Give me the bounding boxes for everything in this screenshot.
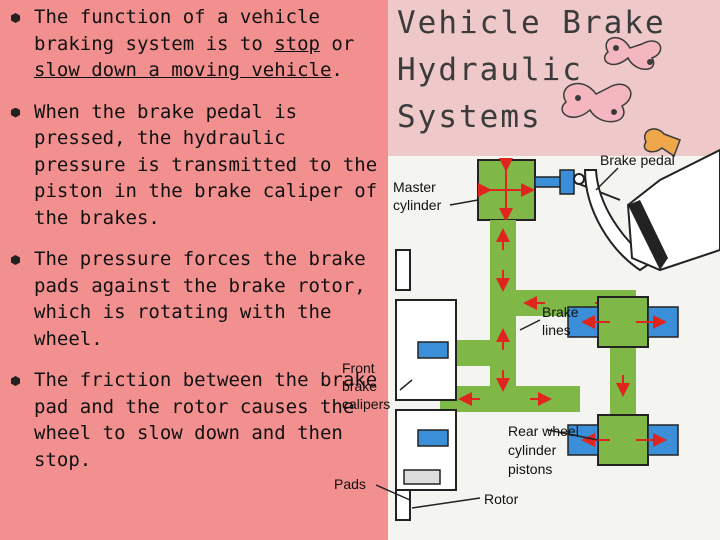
bullet-item-1: The function of a vehicle braking system… — [8, 4, 388, 84]
butterfly-icon — [603, 36, 662, 70]
bullet-marker-icon — [11, 376, 20, 386]
label-rear-1: Rear wheel — [508, 423, 579, 439]
underlined-stop: stop — [274, 32, 320, 55]
label-master-line-1: Master — [393, 179, 436, 195]
bullet-item-3: The pressure forces the brake pads again… — [8, 246, 388, 352]
bullet-marker-icon — [11, 107, 20, 118]
bullet-item-4: The friction between the brake pad and t… — [8, 367, 388, 473]
bullet-list: The function of a vehicle braking system… — [8, 4, 388, 488]
master-cylinder — [477, 158, 575, 222]
underlined-slow-down: slow down a moving vehicle — [34, 59, 332, 81]
rear-wheel-cylinder-lower — [567, 414, 679, 466]
bullet-marker-icon — [11, 255, 20, 265]
title-line-1: Vehicle Brake — [397, 5, 666, 41]
rear-wheel-cylinder-upper — [567, 296, 679, 348]
label-front-1: Front — [342, 360, 375, 376]
label-master-line-2: cylinder — [393, 197, 442, 213]
slide-title: Vehicle Brake Hydraulic Systems — [397, 0, 717, 141]
front-brake-caliper — [395, 299, 457, 491]
bullet-item-2: When the brake pedal is pressed, the hyd… — [8, 99, 388, 232]
label-brake-lines-1: Brake — [542, 304, 579, 320]
title-line-2: Hydraulic — [397, 52, 583, 88]
brake-rotor — [395, 249, 411, 521]
butterfly-icon — [643, 128, 681, 158]
brake-pedal — [573, 148, 720, 272]
title-line-3: Systems — [397, 99, 542, 135]
label-brake-lines-2: lines — [542, 322, 571, 338]
label-front-3: calipers — [342, 396, 391, 412]
title-box — [388, 0, 720, 156]
label-pads: Pads — [334, 476, 366, 492]
label-front-2: brake — [342, 378, 378, 394]
label-rear-2: cylinder — [508, 442, 557, 458]
butterfly-icon — [561, 82, 632, 123]
label-rear-3: pistons — [508, 461, 553, 477]
label-rotor: Rotor — [484, 491, 519, 507]
label-brake-pedal: Brake pedal — [600, 152, 675, 168]
bullet-marker-icon — [11, 13, 20, 23]
